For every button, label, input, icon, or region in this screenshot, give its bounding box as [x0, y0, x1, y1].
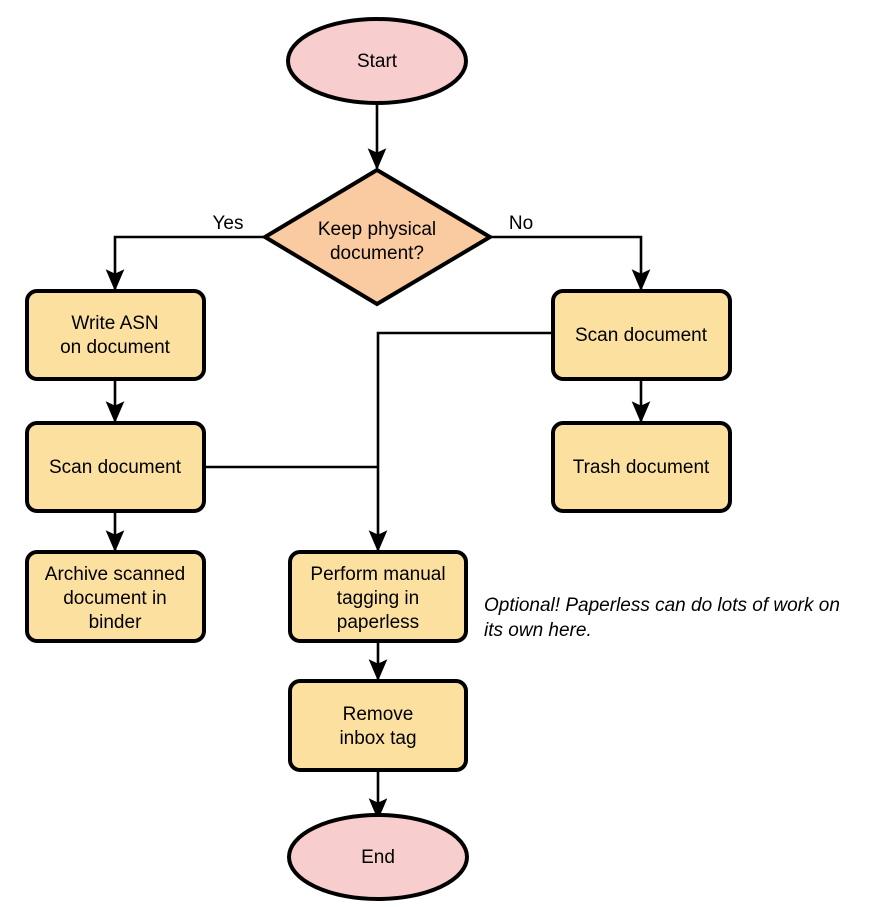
- tagging-label-line3: paperless: [337, 612, 419, 633]
- node-scan-document-right[interactable]: Scan document: [551, 289, 732, 381]
- connectors: [105, 103, 651, 821]
- node-decision-keep-physical-document[interactable]: Keep physical document?: [261, 167, 494, 307]
- edge-decision-yes-to-write-asn: [105, 235, 265, 292]
- edge-label-yes: Yes: [213, 213, 244, 234]
- scan-left-box-shape: [25, 421, 206, 513]
- node-write-asn-on-document[interactable]: Write ASN on document: [25, 289, 206, 381]
- decision-diamond-shape: [261, 167, 494, 307]
- archive-label-line3: binder: [89, 612, 142, 633]
- decision-label-line1: Keep physical: [318, 219, 436, 240]
- trash-box-shape: [551, 421, 732, 513]
- end-ellipse-shape: [287, 813, 469, 901]
- annotation-line2: its own here.: [484, 620, 592, 641]
- trash-label: Trash document: [573, 457, 710, 478]
- node-remove-inbox-tag[interactable]: Remove inbox tag: [288, 679, 468, 772]
- tagging-box-shape: [288, 550, 468, 643]
- scan-left-label: Scan document: [49, 457, 182, 478]
- archive-label-line2: document in: [63, 588, 167, 609]
- decision-label-line2: document?: [330, 243, 424, 264]
- tagging-label-line2: tagging in: [337, 588, 419, 609]
- write-asn-label-line1: Write ASN: [71, 313, 158, 334]
- edge-scan-right-to-tagging: [368, 331, 552, 553]
- write-asn-label-line2: on document: [60, 337, 171, 358]
- archive-box-shape: [25, 550, 206, 643]
- node-archive-scanned-document-in-binder[interactable]: Archive scanned document in binder: [25, 550, 206, 643]
- remove-inbox-label-line2: inbox tag: [339, 728, 416, 749]
- annotation-optional-note: Optional! Paperless can do lots of work …: [484, 595, 840, 641]
- remove-inbox-box-shape: [288, 679, 468, 772]
- remove-inbox-label-line1: Remove: [343, 704, 414, 725]
- node-start[interactable]: Start: [286, 17, 468, 105]
- write-asn-box-shape: [25, 289, 206, 381]
- edge-decision-no-to-scan-right: [490, 235, 651, 292]
- end-label: End: [361, 847, 395, 868]
- edge-label-no: No: [509, 213, 533, 234]
- node-trash-document[interactable]: Trash document: [551, 421, 732, 513]
- node-scan-document-left[interactable]: Scan document: [25, 421, 206, 513]
- scan-right-box-shape: [551, 289, 732, 381]
- tagging-label-line1: Perform manual: [310, 564, 445, 585]
- scan-right-label: Scan document: [575, 325, 708, 346]
- node-perform-manual-tagging[interactable]: Perform manual tagging in paperless: [288, 550, 468, 643]
- annotation-line1: Optional! Paperless can do lots of work …: [484, 595, 840, 616]
- archive-label-line1: Archive scanned: [45, 564, 185, 585]
- start-label: Start: [357, 51, 398, 72]
- start-ellipse-shape: [286, 17, 468, 105]
- node-end[interactable]: End: [287, 813, 469, 901]
